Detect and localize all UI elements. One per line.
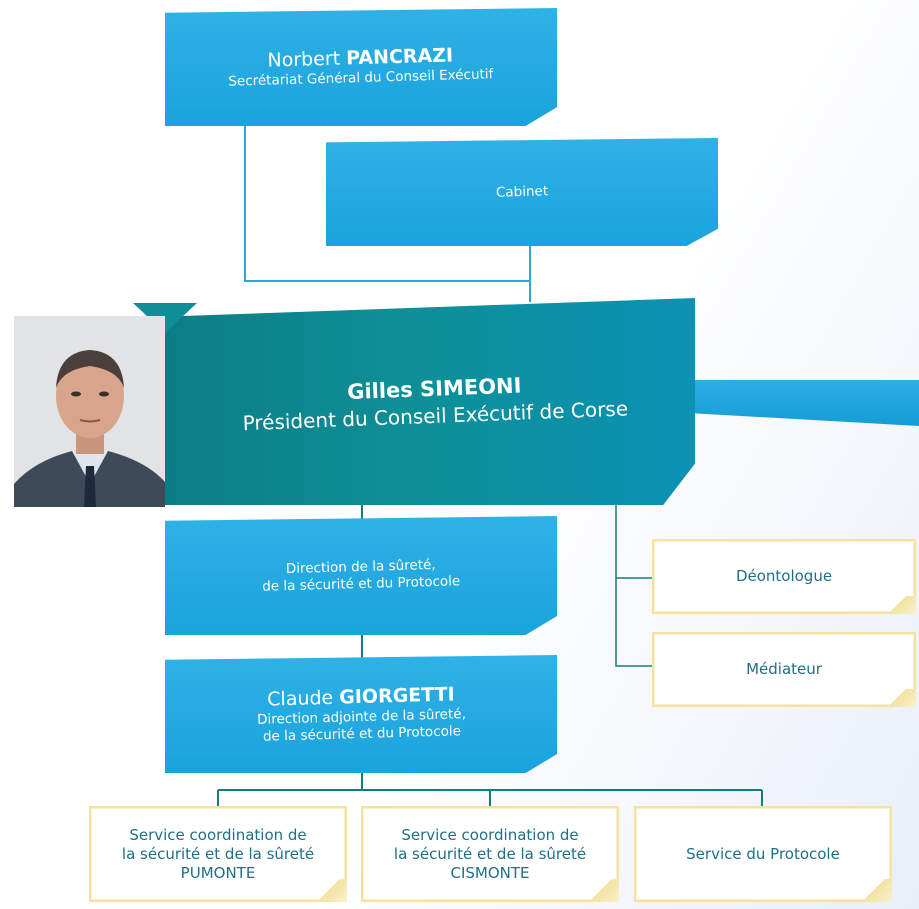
- node-service-cismonte[interactable]: Service coordination de la sécurité et d…: [361, 806, 619, 902]
- node-direction-surete[interactable]: Direction de la sûreté, de la sécurité e…: [165, 516, 557, 635]
- node-service-pumonte[interactable]: Service coordination de la sécurité et d…: [89, 806, 347, 902]
- node-secretariat-general[interactable]: Norbert PANCRAZI Secrétariat Général du …: [165, 8, 557, 126]
- cismonte-line3: CISMONTE: [450, 863, 530, 882]
- protocole-label: Service du Protocole: [686, 844, 840, 863]
- mediateur-label: Médiateur: [746, 660, 822, 678]
- connector-adjoint-to-services: [217, 772, 763, 806]
- connector-sg-to-cabinet: [244, 125, 530, 282]
- adjoint-first-name: Claude: [266, 686, 334, 711]
- cabinet-label: Cabinet: [495, 182, 549, 201]
- node-deontologue[interactable]: Déontologue: [652, 539, 916, 614]
- connector-president-to-advisors: [615, 492, 652, 667]
- pumonte-line1: Service coordination de: [129, 825, 307, 844]
- cismonte-line1: Service coordination de: [401, 825, 579, 844]
- node-service-protocole[interactable]: Service du Protocole: [634, 806, 892, 902]
- adjoint-last-name: GIORGETTI: [338, 682, 455, 709]
- pumonte-line2: la sécurité et de la sûreté: [121, 844, 315, 863]
- pumonte-line3: PUMONTE: [180, 863, 256, 882]
- president-photo: [14, 316, 165, 507]
- sg-last-name: PANCRAZI: [346, 44, 454, 70]
- node-mediateur[interactable]: Médiateur: [652, 632, 916, 707]
- node-cabinet[interactable]: Cabinet: [326, 138, 718, 246]
- deontologue-label: Déontologue: [735, 567, 833, 585]
- sg-first-name: Norbert: [267, 47, 341, 72]
- node-direction-adjointe[interactable]: Claude GIORGETTI Direction adjointe de l…: [165, 655, 557, 773]
- cismonte-line2: la sécurité et de la sûreté: [393, 844, 587, 863]
- node-president[interactable]: Gilles SIMEONI Président du Conseil Exéc…: [165, 298, 695, 505]
